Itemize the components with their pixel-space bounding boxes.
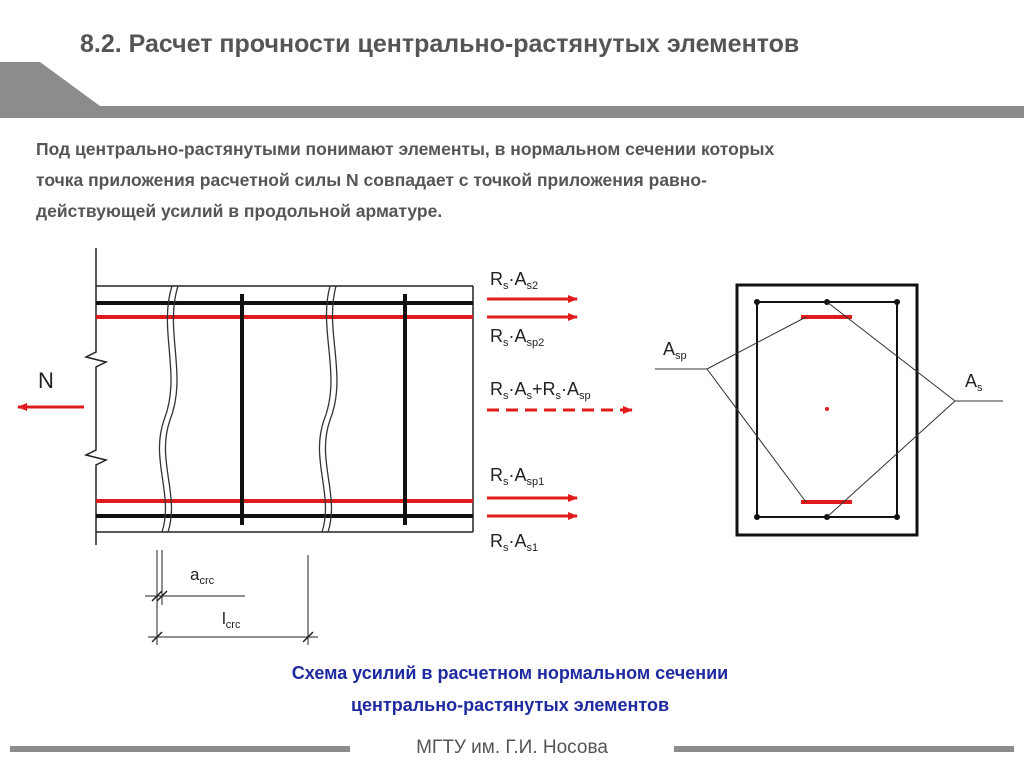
intro-line-1: Под центрально-растянутыми понимают элем… [36,139,775,159]
intro-line-2: точка приложения расчетной силы N совпад… [36,170,707,190]
crack-1a [158,285,173,533]
label-acrc: acrc [190,565,215,587]
label-rs-as1: Rs·As1 [490,531,538,554]
footer-line-right [674,746,1014,752]
leader-asp-bottom [706,368,807,503]
leader-as-bottom [826,400,956,518]
section-centroid [825,407,829,411]
intro-paragraph: Под центрально-растянутыми понимают элем… [36,134,1004,227]
label-lcrc: lcrc [222,609,241,631]
label-rs-asp1: Rs·Asp1 [490,465,544,488]
left-break-line [83,248,109,545]
caption-line-2: центрально-растянутых элементов [350,695,670,715]
caption-line-1: Схема усилий в расчетном нормальном сече… [291,663,729,683]
corner-bar-tr [894,299,900,305]
crack-2b [324,285,338,533]
label-rs-asp2: Rs·Asp2 [490,326,544,349]
corner-bar-bl [754,514,760,520]
label-n: N [38,368,54,393]
footer-line-left [10,746,350,752]
corner-bar-tl [754,299,760,305]
title-underline-bar [0,62,1024,118]
crack-1b [164,285,179,533]
label-asp: Asp [663,339,687,362]
footer-text: МГТУ им. Г.И. Носова [416,737,608,758]
label-rs-as2: Rs·As2 [490,269,538,292]
label-as: As [965,371,983,394]
intro-line-3: действующей усилий в продольной арматуре… [36,201,443,221]
leader-as-top [826,301,956,402]
leader-asp-top [706,316,807,370]
crack-2a [318,285,332,533]
label-resultant: Rs·As+Rs·Asp [490,379,591,402]
page-title: 8.2. Расчет прочности центрально-растяну… [80,30,800,58]
force-scheme-diagram: N Rs·As2 Rs·Asp2 Rs·As+Rs·Asp Rs·Asp1 Rs… [17,248,1003,645]
corner-bar-br [894,514,900,520]
